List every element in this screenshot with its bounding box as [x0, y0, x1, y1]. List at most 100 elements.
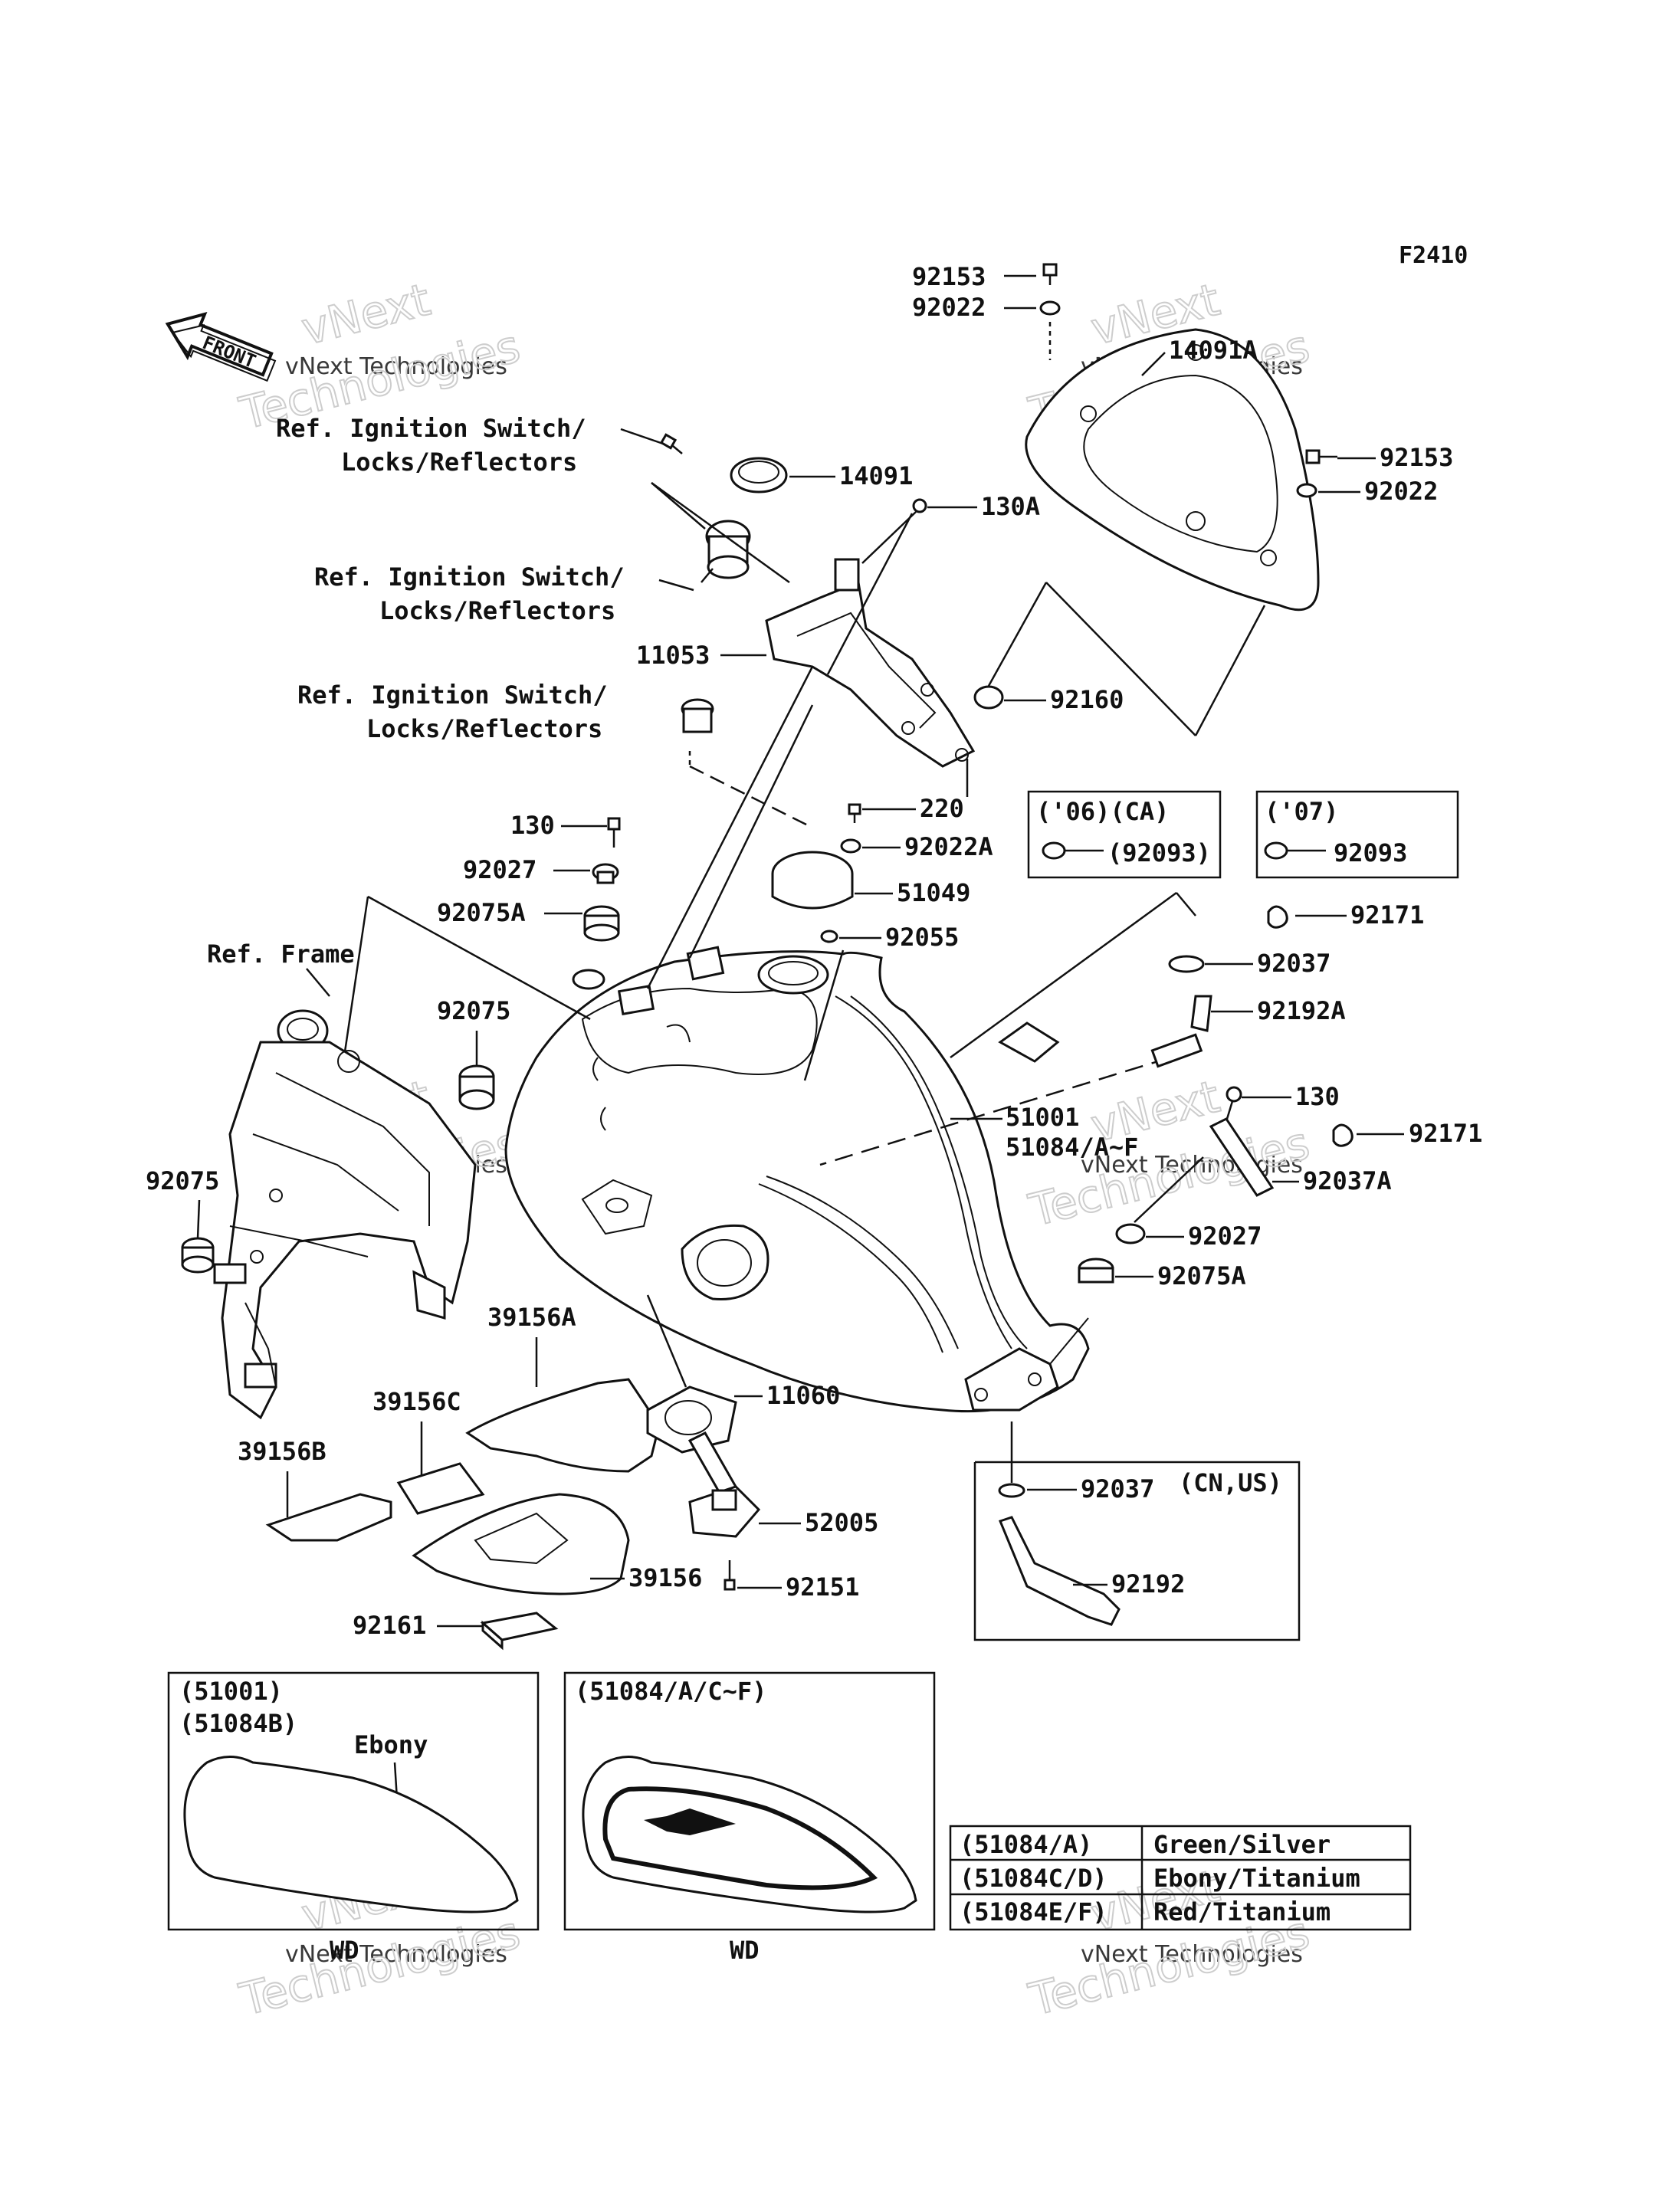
svg-text:Red/Titanium: Red/Titanium	[1153, 1897, 1331, 1926]
svg-text:vNext Technologies: vNext Technologies	[285, 353, 507, 380]
table-row: (51084E/F)	[960, 1897, 1107, 1926]
plug-icon	[681, 698, 714, 733]
ref-ignition-2a: Ref. Ignition Switch/	[314, 562, 625, 592]
bolt-130-right-icon	[1223, 1086, 1242, 1127]
pad-39156C	[396, 1462, 485, 1515]
label-92153-right: 92153	[1380, 443, 1453, 472]
svg-text:Green/Silver: Green/Silver	[1153, 1830, 1331, 1859]
svg-text:vNext Technologies: vNext Technologies	[1081, 1152, 1303, 1179]
ref-ignition-1b: Locks/Reflectors	[341, 448, 577, 477]
washer-92022-top-icon	[1039, 300, 1061, 316]
washer-92022A-icon	[840, 838, 861, 854]
hose-92037A	[1209, 1117, 1275, 1197]
bolt-130A-icon	[912, 498, 927, 513]
ref-ignition-3b: Locks/Reflectors	[366, 714, 602, 743]
damper-92075-left-icon	[181, 1237, 215, 1274]
label-92037-top: 92037	[1257, 949, 1331, 978]
label-11060: 11060	[766, 1381, 840, 1410]
box-06-ca: ('06)(CA) (92093)	[1027, 790, 1222, 879]
svg-text:vNext Technologies: vNext Technologies	[1081, 1941, 1303, 1968]
svg-text:('06)(CA): ('06)(CA)	[1036, 797, 1169, 826]
label-92022A: 92022A	[904, 832, 993, 861]
label-92153-top: 92153	[912, 262, 986, 291]
color-table: (51084/A) Green/Silver (51084C/D) Ebony/…	[949, 1825, 1412, 1931]
clamp-92171-icon	[1267, 905, 1288, 929]
figure-code: F2410	[1399, 242, 1468, 269]
label-130: 130	[510, 811, 555, 840]
pad-92161-icon	[480, 1612, 559, 1651]
clamp-92171-right-icon	[1332, 1123, 1354, 1147]
screw-icon	[659, 433, 683, 454]
label-92075A: 92075A	[437, 898, 526, 927]
grommet-icon	[572, 969, 605, 990]
ref-frame: Ref. Frame	[207, 939, 355, 969]
svg-text:(CN,US): (CN,US)	[1179, 1468, 1282, 1497]
svg-text:WD: WD	[330, 1936, 359, 1965]
ref-ignition-1a: Ref. Ignition Switch/	[276, 414, 586, 443]
bolt-92153-right-icon	[1305, 449, 1337, 464]
label-14091A: 14091A	[1169, 336, 1258, 365]
svg-text:Ebony/Titanium: Ebony/Titanium	[1153, 1864, 1360, 1893]
hose-92192A	[998, 995, 1212, 1068]
pad-39156A	[465, 1378, 661, 1473]
box-ebony: (51001) (51084B) Ebony WD	[167, 1671, 540, 1965]
damper-92075A-right-icon	[1078, 1258, 1114, 1284]
label-51084: 51084/A~F	[1006, 1133, 1138, 1162]
label-39156C: 39156C	[372, 1387, 461, 1416]
svg-text:('07): ('07)	[1265, 797, 1338, 826]
svg-text:92093: 92093	[1334, 838, 1407, 867]
box-07: ('07) 92093	[1255, 790, 1459, 879]
label-92037A: 92037A	[1303, 1166, 1392, 1195]
collar-92027-icon	[592, 863, 619, 884]
bracket-11053	[765, 558, 976, 768]
svg-text:(51001): (51001)	[179, 1677, 283, 1706]
ignition-switch	[701, 520, 751, 583]
screw-92151-icon	[724, 1560, 736, 1591]
label-14091: 14091	[839, 461, 913, 490]
label-39156: 39156	[628, 1563, 702, 1592]
pad-39156B	[265, 1493, 392, 1542]
label-52005: 52005	[805, 1508, 878, 1537]
grommet-92160-icon	[973, 685, 1004, 710]
box-two-tone: (51084/A/C~F) WD	[563, 1671, 936, 1965]
label-92160: 92160	[1050, 685, 1124, 714]
pump-52005	[687, 1431, 761, 1538]
svg-text:92037: 92037	[1081, 1474, 1154, 1503]
svg-text:(92093): (92093)	[1107, 838, 1211, 867]
pad-39156	[412, 1493, 630, 1595]
collar-92027-right-icon	[1115, 1223, 1146, 1244]
label-92171-top: 92171	[1350, 900, 1424, 930]
o-ring-92055-icon	[820, 930, 838, 943]
screw-220-icon	[848, 803, 861, 823]
meter-cover	[1025, 328, 1320, 612]
label-51001: 51001	[1006, 1103, 1079, 1132]
gasket-11060	[646, 1385, 737, 1454]
ref-ignition-3a: Ref. Ignition Switch/	[297, 680, 608, 710]
label-92022-right: 92022	[1364, 477, 1438, 506]
svg-text:Technologies: Technologies	[235, 1906, 525, 2025]
svg-text:vNext: vNext	[297, 274, 435, 356]
label-92075-left: 92075	[146, 1166, 219, 1195]
bolt-130-icon	[607, 817, 621, 848]
clamp-92037-icon	[1168, 955, 1205, 973]
cap-51049-icon	[771, 851, 854, 910]
table-row: (51084C/D)	[960, 1864, 1107, 1893]
svg-text:Ebony: Ebony	[354, 1730, 428, 1759]
label-92161: 92161	[353, 1611, 426, 1640]
label-39156A: 39156A	[487, 1303, 576, 1332]
cap-14091-icon	[730, 457, 788, 494]
label-92027-right: 92027	[1188, 1221, 1262, 1251]
front-arrow-icon: FRONT	[165, 312, 277, 382]
label-39156B: 39156B	[238, 1437, 326, 1466]
label-92027: 92027	[463, 855, 536, 884]
svg-text:(51084B): (51084B)	[179, 1709, 297, 1738]
label-92171-right: 92171	[1409, 1119, 1482, 1148]
label-92055: 92055	[885, 923, 959, 952]
damper-92075-icon	[458, 1064, 495, 1110]
svg-text:WD: WD	[730, 1936, 760, 1965]
label-130A: 130A	[981, 492, 1040, 521]
box-cn-us: (CN,US) 92037 92192	[973, 1421, 1301, 1641]
label-92022-top: 92022	[912, 293, 986, 322]
table-row: (51084/A)	[960, 1830, 1092, 1859]
